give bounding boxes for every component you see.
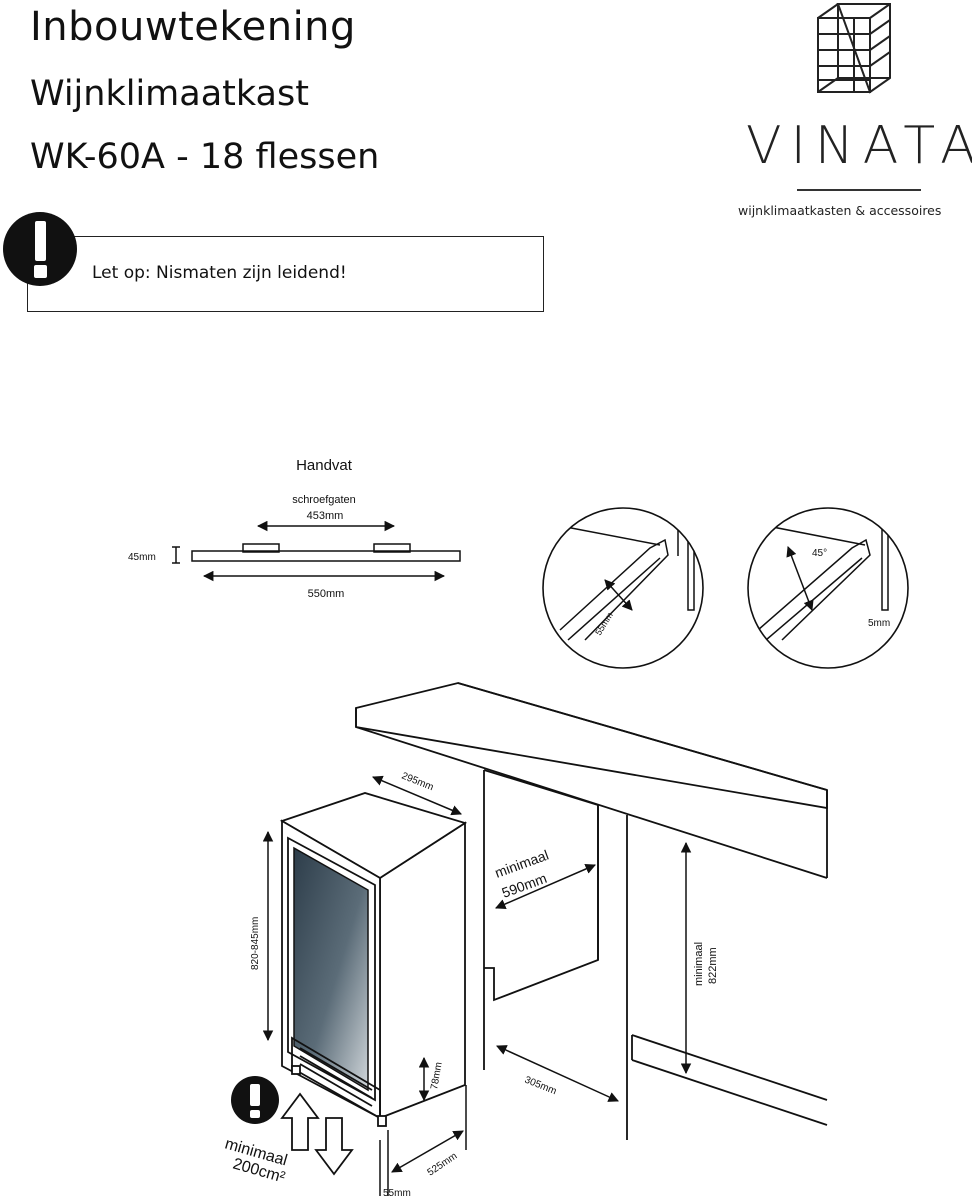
side-depth-label: 305mm [523, 1075, 558, 1098]
logo-tagline: wijnklimaatkasten & accessoires [738, 203, 942, 218]
handle-height-label: 45mm [128, 552, 156, 563]
plinth-height-label: 78mm [429, 1061, 445, 1090]
warning-text: Let op: Nismaten zijn leidend! [92, 263, 347, 283]
handle-holes-label: schroefgaten [292, 494, 356, 506]
wine-cabinet-glass [293, 846, 369, 1092]
base-offset-label: 55mm [383, 1188, 411, 1199]
logo-divider [797, 189, 921, 191]
detail-angle: 45° 5mm [747, 507, 909, 669]
edge-label: 5mm [868, 618, 890, 629]
page-title: Inbouwtekening [30, 4, 356, 50]
model-name: WK-60A - 18 flessen [30, 137, 380, 177]
installation-scene [279, 682, 828, 1140]
exclamation-icon [3, 212, 77, 286]
handle-bar [191, 550, 461, 562]
cabinet-foot-left [291, 1065, 301, 1075]
height-range-label: 820-845mm [250, 917, 261, 970]
niche-height-label: 822mm [707, 947, 719, 984]
logo-name: VINATA [746, 116, 972, 176]
cabinet-foot-right [377, 1115, 387, 1127]
handle-mount-left [242, 543, 280, 553]
vent-warning-icon [231, 1076, 279, 1124]
logo-icon [817, 3, 891, 94]
airflow-arrows-icon [280, 1092, 354, 1176]
niche-height-caption: minimaal [693, 942, 705, 986]
product-type: Wijnklimaatkast [30, 74, 309, 114]
base-depth-label: 525mm [426, 1151, 460, 1179]
detail-door-gap: 55mm [542, 507, 704, 669]
holes-spacing-label: 453mm [307, 510, 344, 522]
angle-label: 45° [812, 548, 827, 559]
handle-length-label: 550mm [308, 588, 345, 600]
handle-drawing: Handvat schroefgaten 453mm 45mm 550mm [128, 457, 461, 600]
handle-mount-right [373, 543, 411, 553]
handle-title: Handvat [296, 457, 353, 474]
installation-dimensions [262, 775, 692, 1196]
